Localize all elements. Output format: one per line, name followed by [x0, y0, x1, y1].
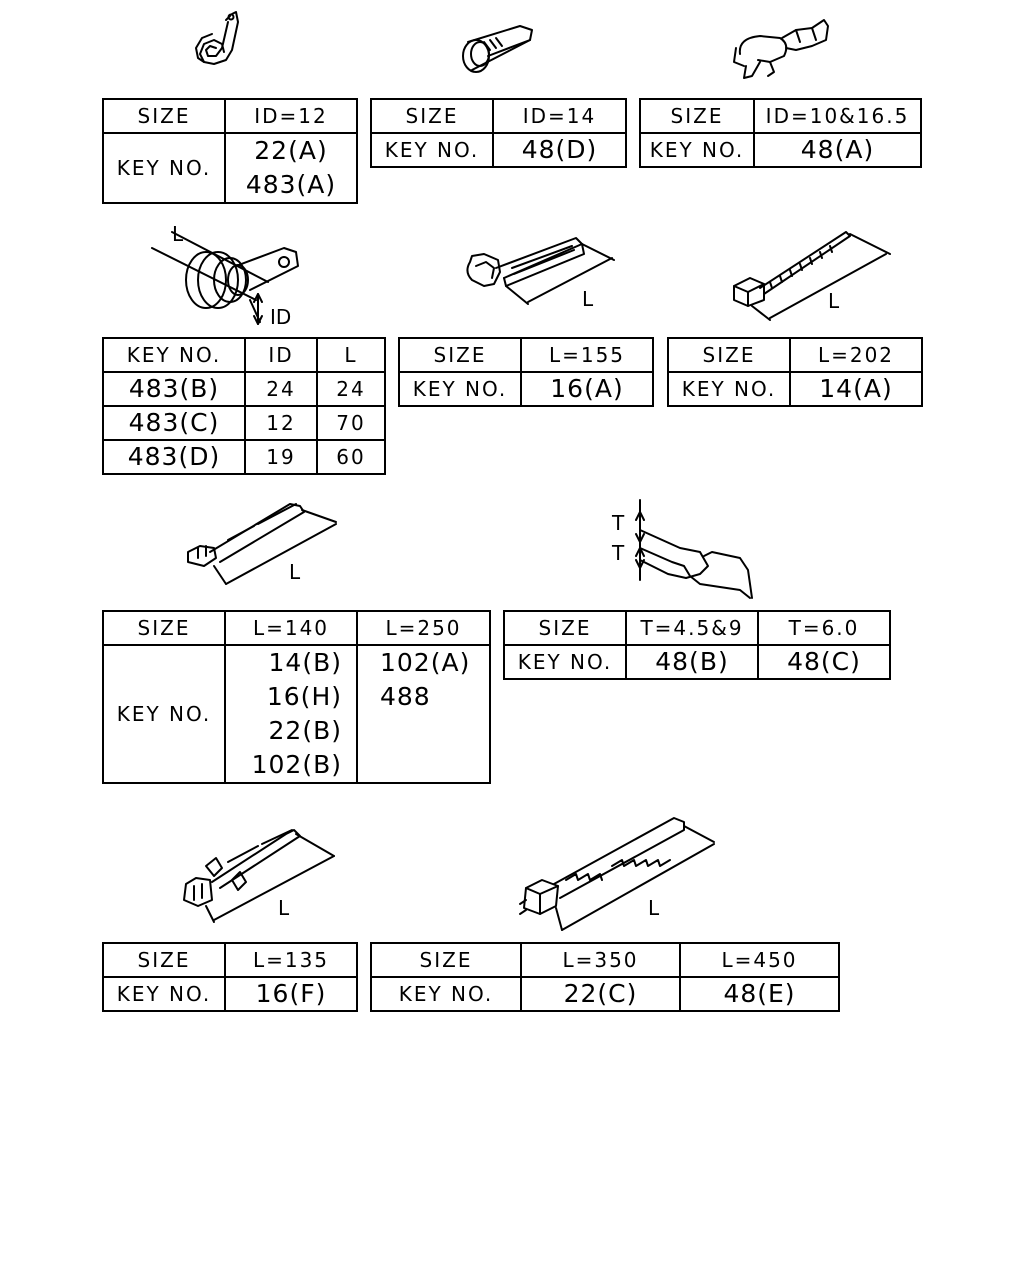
tie-mount-drawing — [183, 829, 335, 923]
size-label: SIZE — [503, 610, 627, 646]
dim-label-L: L — [278, 896, 290, 920]
size-value: L=350 — [520, 942, 681, 978]
size-value: T=4.5&9 — [625, 610, 759, 646]
dim-label-T: T — [612, 541, 625, 565]
size-value: L=250 — [356, 610, 491, 646]
size-label: SIZE — [102, 942, 226, 978]
size-value: L=155 — [520, 337, 654, 373]
size-value: L=450 — [679, 942, 840, 978]
tie-clip-drawing — [466, 237, 615, 305]
part7-table: SIZE L=140 L=250 KEY NO. 14(B) 16(H) 22(… — [102, 610, 491, 784]
key-label: KEY NO. — [667, 371, 791, 407]
key-value: 22(B) — [268, 716, 342, 745]
key-label: KEY NO. — [102, 644, 226, 784]
l-value: 60 — [316, 439, 386, 475]
key-value: 483(D) — [102, 439, 246, 475]
dim-label-L: L — [648, 896, 660, 920]
key-label: KEY NO. — [370, 132, 494, 168]
part3-table: SIZE ID=10&16.5 KEY NO. 48(A) — [639, 98, 922, 168]
size-label: SIZE — [639, 98, 755, 134]
part2-table: SIZE ID=14 KEY NO. 48(D) — [370, 98, 627, 168]
key-label: KEY NO. — [102, 976, 226, 1012]
key-label: KEY NO. — [503, 644, 627, 680]
key-value: 48(D) — [492, 132, 627, 168]
size-value: ID=10&16.5 — [753, 98, 922, 134]
dim-label-L: L — [172, 222, 184, 246]
key-value: 48(A) — [753, 132, 922, 168]
dim-label-ID: ID — [270, 305, 292, 329]
key-label: KEY NO. — [639, 132, 755, 168]
id-value: 12 — [244, 405, 318, 441]
size-label: SIZE — [370, 942, 522, 978]
key-value: 48(C) — [757, 644, 891, 680]
key-value: 14(A) — [789, 371, 923, 407]
part5-table: SIZE L=155 KEY NO. 16(A) — [398, 337, 654, 407]
dim-label-T: T — [612, 511, 625, 535]
key-values: 102(A) 488 — [356, 644, 491, 784]
size-value: L=140 — [224, 610, 358, 646]
bracket-clip-drawing — [635, 499, 753, 599]
l-value: 70 — [316, 405, 386, 441]
part6-table: SIZE L=202 KEY NO. 14(A) — [667, 337, 923, 407]
id-value: 19 — [244, 439, 318, 475]
key-value: 483(B) — [102, 371, 246, 407]
size-label: SIZE — [102, 610, 226, 646]
band-clip-drawing — [462, 25, 533, 73]
cable-tie-drawing — [733, 231, 891, 321]
part4-table: KEY NO. ID L 483(B) 24 24 483(C) 12 70 4… — [102, 337, 386, 475]
heavy-tie-drawing — [519, 817, 715, 931]
key-value: 483(C) — [102, 405, 246, 441]
key-value: 102(B) — [251, 750, 342, 779]
dim-label-L: L — [289, 560, 301, 584]
key-value: 14(B) — [268, 648, 342, 677]
grommet-clip-drawing — [151, 231, 299, 325]
part1-table: SIZE ID=12 KEY NO. 22(A) 483(A) — [102, 98, 358, 204]
l-value: 24 — [316, 371, 386, 407]
part9-table: SIZE L=135 KEY NO. 16(F) — [102, 942, 358, 1012]
size-value: L=202 — [789, 337, 923, 373]
key-value: 48(E) — [679, 976, 840, 1012]
size-label: SIZE — [398, 337, 522, 373]
key-label: KEY NO. — [398, 371, 522, 407]
size-label: SIZE — [102, 98, 226, 134]
key-values: 14(B) 16(H) 22(B) 102(B) — [224, 644, 358, 784]
key-value: 22(A) — [254, 136, 328, 165]
flat-tie-drawing — [187, 503, 337, 585]
dim-label-L: L — [828, 289, 840, 313]
size-value: ID=14 — [492, 98, 627, 134]
size-value: ID=12 — [224, 98, 358, 134]
p-clip-drawing — [195, 11, 239, 65]
header-l: L — [316, 337, 386, 373]
header-key-no: KEY NO. — [102, 337, 246, 373]
key-value: 16(H) — [266, 682, 342, 711]
part10-table: SIZE L=350 L=450 KEY NO. 22(C) 48(E) — [370, 942, 840, 1012]
key-value: 102(A) — [380, 648, 471, 677]
key-value: 488 — [380, 682, 431, 711]
size-label: SIZE — [370, 98, 494, 134]
key-values: 22(A) 483(A) — [224, 132, 358, 204]
size-value: T=6.0 — [757, 610, 891, 646]
key-value: 483(A) — [245, 170, 337, 199]
size-value: L=135 — [224, 942, 358, 978]
key-value: 48(B) — [625, 644, 759, 680]
id-value: 24 — [244, 371, 318, 407]
key-label: KEY NO. — [102, 132, 226, 204]
header-id: ID — [244, 337, 318, 373]
key-value: 22(C) — [520, 976, 681, 1012]
dim-label-L: L — [582, 287, 594, 311]
key-label: KEY NO. — [370, 976, 522, 1012]
size-label: SIZE — [667, 337, 791, 373]
key-value: 16(F) — [224, 976, 358, 1012]
key-value: 16(A) — [520, 371, 654, 407]
part8-table: SIZE T=4.5&9 T=6.0 KEY NO. 48(B) 48(C) — [503, 610, 891, 680]
double-clip-drawing — [733, 19, 829, 79]
